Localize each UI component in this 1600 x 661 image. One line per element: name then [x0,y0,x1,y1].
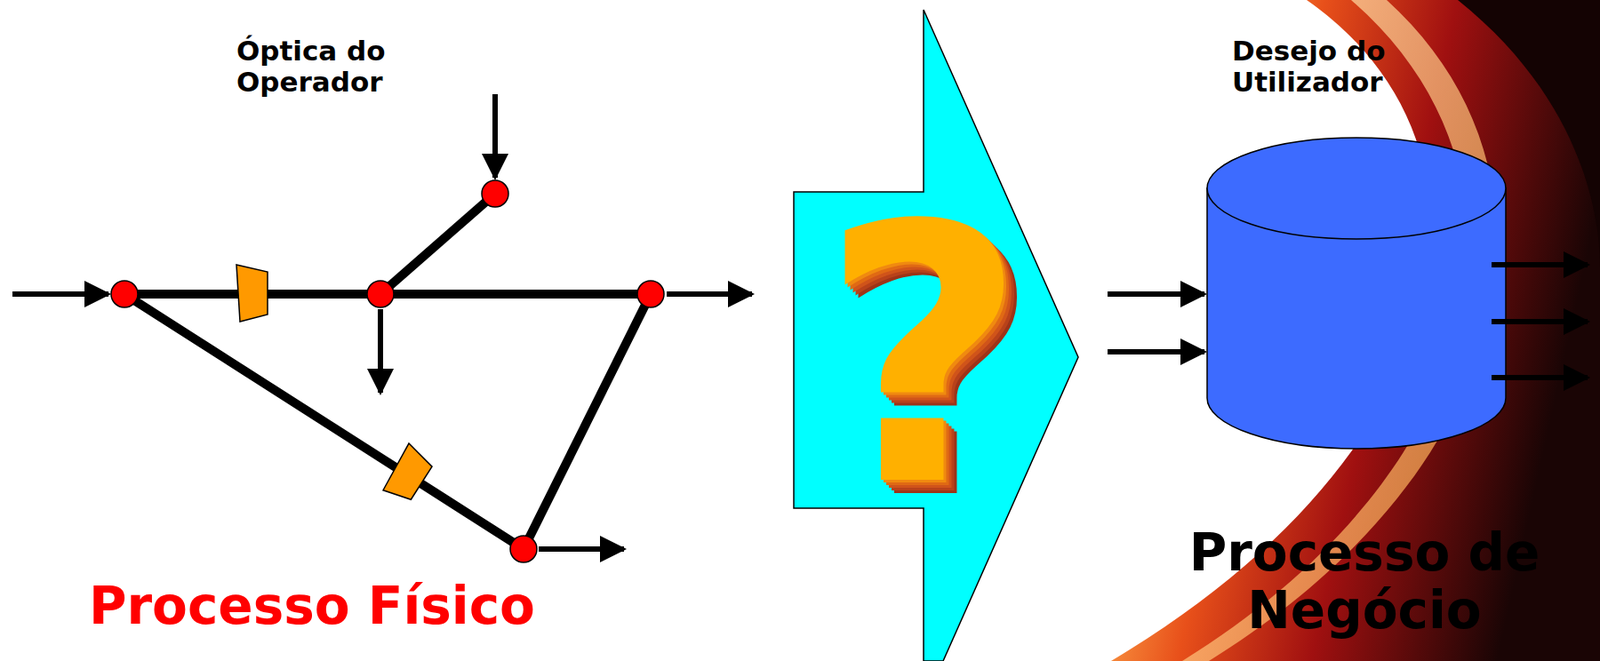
flow-arrows [12,94,752,550]
valve-symbol [236,264,436,506]
io-arrows [1107,264,1588,378]
section-title: Processo de Negócio [1173,524,1556,640]
view-caption: Óptica do Operador [236,35,415,97]
question-mark: ? [820,179,1027,536]
pipe-network [124,193,651,550]
section-title: Processo Físico [88,577,536,636]
junction-dot [111,180,664,563]
view-caption: Desejo do Utilizador [1232,35,1428,97]
fire-swoosh [1111,0,1600,661]
data-cylinder [1207,137,1506,449]
transition-arrow [793,9,1079,661]
